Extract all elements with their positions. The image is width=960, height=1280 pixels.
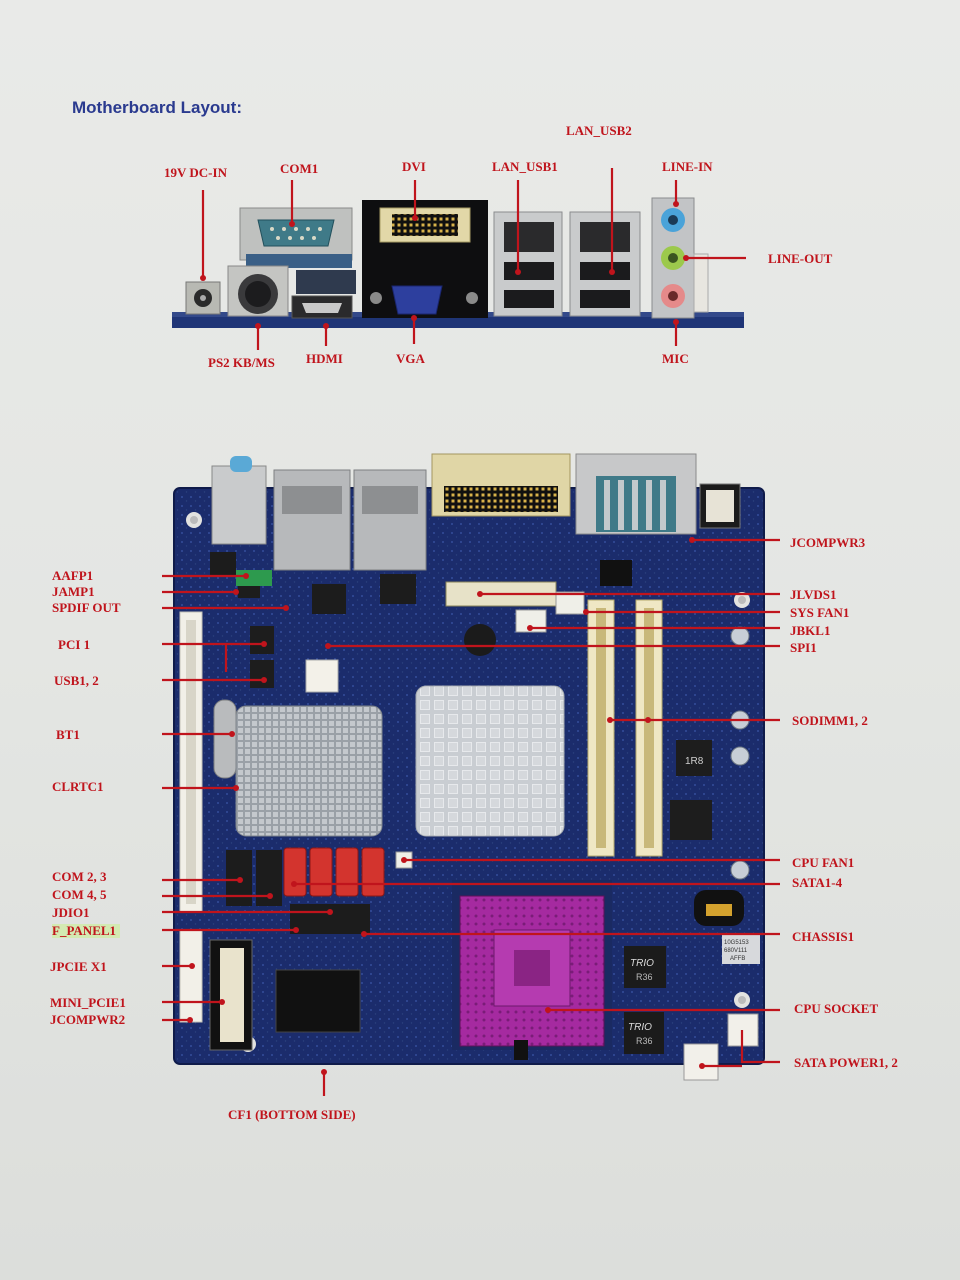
label-dc-in: 19V DC-IN xyxy=(164,165,227,180)
label-satapower: SATA POWER1, 2 xyxy=(794,1055,898,1070)
label-line-out: LINE-OUT xyxy=(768,251,833,266)
label-cpusocket: CPU SOCKET xyxy=(794,1001,879,1016)
board-leader-lines xyxy=(162,537,780,1096)
motherboard: 1R8 TRIO R36 TRIO R36 10G5153 xyxy=(173,453,765,1081)
label-jcompwr2: JCOMPWR2 xyxy=(50,1012,126,1027)
label-clrtc1: CLRTC1 xyxy=(52,779,104,794)
label-sata14: SATA1-4 xyxy=(792,875,843,890)
cap-label-3: AFFB xyxy=(730,956,745,962)
page-title: Motherboard Layout: xyxy=(72,98,242,117)
io-panel xyxy=(172,197,744,328)
board-lan1 xyxy=(273,469,351,571)
label-mic: MIC xyxy=(662,351,689,366)
label-usb12: USB1, 2 xyxy=(54,673,99,688)
chipset-heatsink xyxy=(235,705,383,837)
northbridge-heatsink xyxy=(415,685,565,837)
label-vga: VGA xyxy=(396,351,425,366)
label-lan-usb2: LAN_USB2 xyxy=(566,123,632,138)
battery xyxy=(213,699,237,779)
label-minipcie1: MINI_PCIE1 xyxy=(50,995,126,1010)
label-spi1: SPI1 xyxy=(790,640,817,655)
vga-port xyxy=(391,285,443,315)
label-sodimm: SODIMM1, 2 xyxy=(792,713,868,728)
label-bt1: BT1 xyxy=(56,727,80,742)
board-lan2 xyxy=(353,469,427,571)
cap-label-2: 680V111 xyxy=(724,948,748,954)
cap-label-1: 10G5153 xyxy=(724,940,749,946)
label-aafp1: AAFP1 xyxy=(52,568,94,583)
label-cf1: CF1 (BOTTOM SIDE) xyxy=(228,1107,356,1122)
label-jbkl1: JBKL1 xyxy=(790,623,831,638)
label-spdif: SPDIF OUT xyxy=(52,600,121,615)
label-com23: COM 2, 3 xyxy=(52,869,107,884)
sata-power-1 xyxy=(683,1043,719,1081)
label-jdio1: JDIO1 xyxy=(52,905,90,920)
label-jpciex1: JPCIE X1 xyxy=(50,959,107,974)
inductor-marking: 1R8 xyxy=(685,756,704,767)
trio-inductor-1 xyxy=(624,946,666,988)
label-pci1: PCI 1 xyxy=(58,637,91,652)
pcie-x1-slot xyxy=(179,929,203,1023)
trio1-marking: TRIO xyxy=(630,958,654,969)
cf-chip xyxy=(275,969,361,1033)
label-fpanel1: F_PANEL1 xyxy=(52,924,121,938)
label-line-in: LINE-IN xyxy=(662,159,713,174)
label-ps2: PS2 KB/MS xyxy=(208,355,275,370)
label-jamp1: JAMP1 xyxy=(52,584,95,599)
trio-inductor-2 xyxy=(624,1012,664,1054)
io-leader-lines xyxy=(200,168,746,350)
board-audio-stack xyxy=(211,465,267,545)
label-chassis1: CHASSIS1 xyxy=(792,929,855,944)
label-jlvds1: JLVDS1 xyxy=(790,587,837,602)
label-com1: COM1 xyxy=(280,161,319,176)
label-cpufan1: CPU FAN1 xyxy=(792,855,855,870)
label-com45: COM 4, 5 xyxy=(52,887,107,902)
label-sysfan1: SYS FAN1 xyxy=(790,605,850,620)
label-jcompwr3: JCOMPWR3 xyxy=(790,535,866,550)
trio2-marking: TRIO xyxy=(628,1022,652,1033)
label-lan-usb1: LAN_USB1 xyxy=(492,159,558,174)
trio2-sub: R36 xyxy=(636,1036,653,1046)
label-dvi: DVI xyxy=(402,159,426,174)
label-hdmi: HDMI xyxy=(306,351,343,366)
trio1-sub: R36 xyxy=(636,972,653,982)
